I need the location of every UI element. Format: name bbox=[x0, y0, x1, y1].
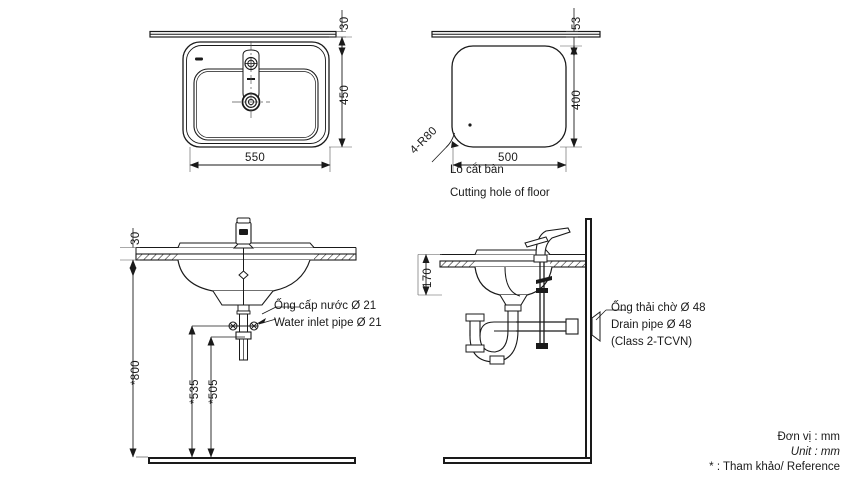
callout-water-inlet-en: Water inlet pipe Ø 21 bbox=[274, 317, 382, 329]
dim-cutout-height: 400 bbox=[571, 89, 583, 110]
legend-units-en: Unit : mm bbox=[790, 446, 840, 458]
callout-drain-en: Drain pipe Ø 48 bbox=[611, 319, 692, 331]
dim-cutout-counter-offset: 53 bbox=[571, 16, 583, 30]
dim-front-inlet-right: *505 bbox=[208, 379, 220, 404]
caption-cutout-en: Cutting hole of floor bbox=[450, 187, 550, 199]
dim-plan-basin-width: 550 bbox=[245, 152, 266, 164]
dim-front-inlet-left: *535 bbox=[189, 379, 201, 404]
view-plan-basin bbox=[149, 10, 352, 172]
dim-front-counter-thickness: 30 bbox=[130, 231, 142, 245]
callout-drain-class: (Class 2-TCVN) bbox=[611, 336, 693, 348]
caption-cutout-vi: Lỗ cắt bàn bbox=[450, 164, 504, 176]
dim-plan-basin-depth: 450 bbox=[339, 84, 351, 105]
legend-reference-note: * : Tham khảo/ Reference bbox=[640, 461, 840, 474]
dim-cutout-width: 500 bbox=[498, 152, 519, 164]
legend-units-vi: Đơn vị : mm bbox=[777, 431, 841, 443]
view-elevation-front bbox=[120, 217, 357, 464]
callout-drain-vi: Ống thải chờ Ø 48 bbox=[611, 302, 706, 314]
dim-plan-basin-counter-thickness: 30 bbox=[339, 16, 351, 30]
view-elevation-side bbox=[417, 218, 626, 464]
callout-water-inlet-vi: Ống cấp nước Ø 21 bbox=[274, 300, 377, 312]
dim-front-floor-to-counter: *800 bbox=[130, 360, 142, 385]
view-plan-cutout bbox=[431, 8, 601, 172]
dim-side-basin-depth: 170 bbox=[422, 267, 434, 288]
legend-reference-text: * : Tham khảo/ Reference bbox=[709, 461, 840, 473]
